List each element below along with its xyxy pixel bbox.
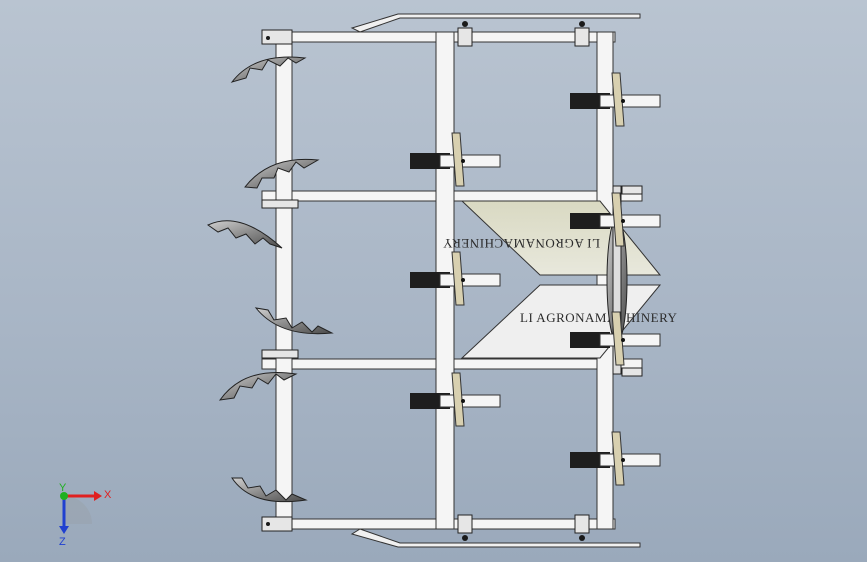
center-plate-bottom: LI AGRONAMACHINERY	[460, 284, 678, 359]
shank-right-1	[570, 72, 661, 127]
shank-right-2	[570, 192, 661, 247]
y-axis-label: Y	[59, 482, 67, 494]
axis-triad: X Y Z	[59, 482, 112, 548]
notched-discs	[207, 56, 334, 503]
disc-3	[207, 220, 283, 249]
disc-5	[218, 371, 298, 401]
disc-1	[230, 56, 307, 83]
disc-6	[231, 477, 308, 503]
braces	[350, 13, 641, 548]
left-vertical-beam	[275, 31, 293, 530]
disc-4	[254, 307, 334, 335]
shank-right-4	[570, 431, 661, 486]
z-axis-label: Z	[59, 536, 66, 548]
shank-center-1	[410, 132, 501, 187]
x-axis-label: X	[104, 489, 112, 501]
y-axis-dot	[60, 492, 68, 500]
brand-text-bottom: LI AGRONAMACHINERY	[520, 310, 678, 325]
bolt-heads	[266, 21, 585, 541]
disc-2	[244, 158, 320, 189]
beam-clamps	[261, 27, 643, 534]
brand-text-top: LI AGRONAMACHINERY	[442, 236, 600, 251]
center-plate-top: LI AGRONAMACHINERY	[442, 200, 662, 276]
shank-right-3	[570, 311, 661, 366]
shank-assemblies	[410, 72, 661, 486]
shank-center-3	[410, 372, 501, 427]
shank-center-2	[410, 251, 501, 306]
